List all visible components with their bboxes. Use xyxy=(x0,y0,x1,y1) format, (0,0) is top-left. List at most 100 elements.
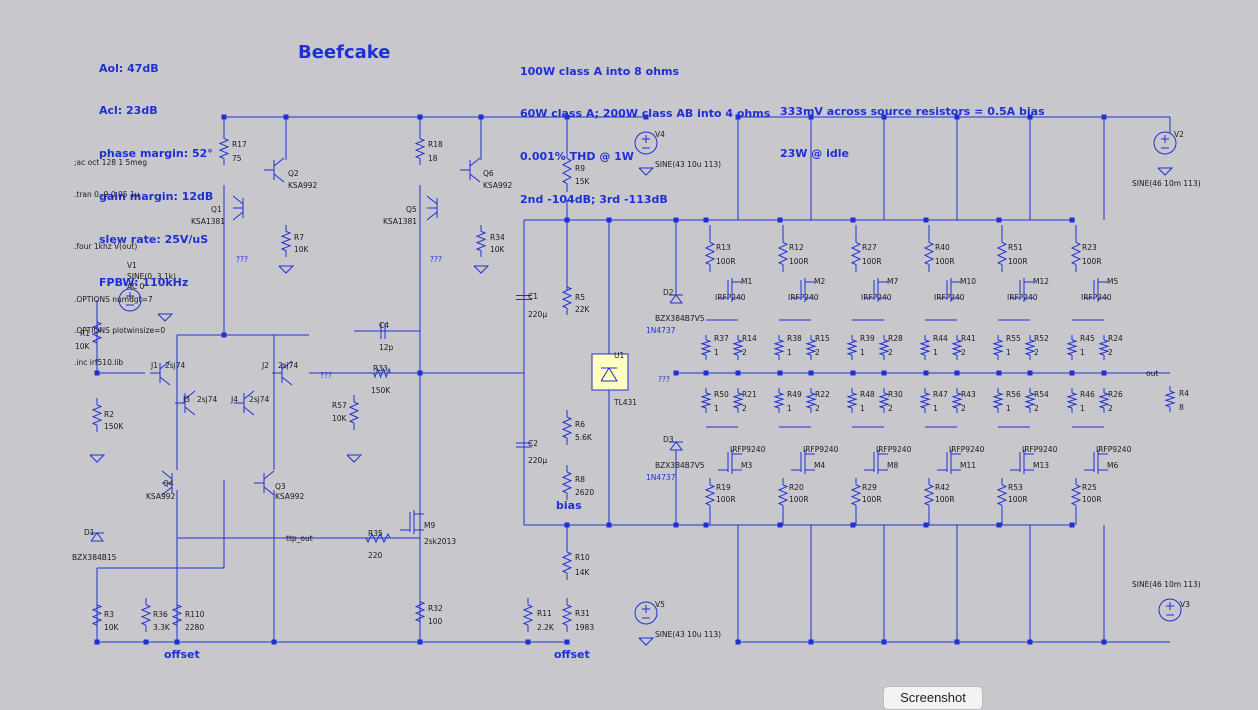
resistor-value: 100R xyxy=(862,495,882,504)
component-label: Q1 xyxy=(211,205,222,214)
resistor-symbol xyxy=(368,367,396,379)
resistor-symbol xyxy=(805,335,817,360)
mosfet-label: M13 xyxy=(1033,461,1049,470)
resistor-value: 100R xyxy=(1082,257,1102,266)
voltage-source xyxy=(1153,131,1177,155)
resistor-symbol xyxy=(850,235,862,272)
component-label: 10K xyxy=(490,245,506,254)
component-label: R34 xyxy=(490,233,505,242)
mosfet-type: IRFP240 xyxy=(715,293,746,302)
mosfet-type: IRFP9240 xyxy=(1022,445,1058,454)
resistor-label: R13 xyxy=(716,243,731,252)
resistor-label: R19 xyxy=(716,483,731,492)
resistor-label: R55 xyxy=(1006,334,1021,343)
mosfet-symbol xyxy=(718,278,742,302)
junction-dot xyxy=(417,639,423,645)
directive-line: ;ac oct 128 1 5meg xyxy=(74,158,147,167)
junction-dot xyxy=(564,217,570,223)
component-label: out xyxy=(1146,369,1158,378)
net-label: ??? xyxy=(320,371,332,380)
resistor-symbol xyxy=(140,598,152,632)
component-label: J3 xyxy=(182,395,190,404)
resistor-value: 100R xyxy=(1082,495,1102,504)
resistor-value: 1 xyxy=(714,348,719,357)
resistor-value: 2 xyxy=(1108,404,1113,413)
resistor-label: R30 xyxy=(888,390,903,399)
junction-dot xyxy=(221,114,227,120)
component-label: 22K xyxy=(575,305,591,314)
component-label: R35 xyxy=(368,529,383,538)
mosfet-type: IRFP240 xyxy=(934,293,965,302)
component-label: SINE(46 10m 113) xyxy=(1132,580,1201,589)
resistor-symbol xyxy=(846,335,858,360)
junction-dot xyxy=(564,522,570,528)
resistor-symbol xyxy=(773,388,785,413)
junction-dot xyxy=(923,370,929,376)
component-label: R32 xyxy=(428,604,443,613)
component-label: C2 xyxy=(528,439,538,448)
resistor-symbol xyxy=(704,235,716,272)
resistor-label: R27 xyxy=(862,243,877,252)
component-label: BZX384B15 xyxy=(72,553,117,562)
resistor-value: 100R xyxy=(862,257,882,266)
junction-dot xyxy=(271,639,277,645)
resistor-label: R43 xyxy=(961,390,976,399)
resistor-symbol xyxy=(561,150,573,192)
resistor-symbol xyxy=(1098,388,1110,413)
resistor-label: R21 xyxy=(742,390,757,399)
component-label: R2 xyxy=(104,410,114,419)
resistor-symbol xyxy=(475,225,487,257)
page-title: Beefcake xyxy=(298,42,391,63)
resistor-symbol xyxy=(951,335,963,360)
component-label: SINE(43 10u 113) xyxy=(655,160,721,169)
resistor-label: R47 xyxy=(933,390,948,399)
resistor-symbol xyxy=(1024,388,1036,413)
ground-symbol xyxy=(89,454,106,463)
junction-dot xyxy=(564,639,570,645)
net-label: ??? xyxy=(658,375,670,384)
transistor-symbol xyxy=(264,157,285,183)
component-label: bias xyxy=(556,499,582,512)
mosfet-symbol xyxy=(864,450,888,474)
resistor-symbol xyxy=(732,388,744,413)
component-label: R4 xyxy=(1179,389,1189,398)
mosfet-type: IRFP240 xyxy=(1007,293,1038,302)
component-label: ttp_out xyxy=(286,534,313,543)
resistor-symbol xyxy=(1066,335,1078,360)
component-label: 12p xyxy=(379,343,394,352)
component-label: R6 xyxy=(575,420,585,429)
spec-line: FPBW: 110kHz xyxy=(99,276,189,290)
mosfet-symbol xyxy=(937,450,961,474)
resistor-value: 2 xyxy=(1034,348,1039,357)
resistor-value: 1 xyxy=(714,404,719,413)
resistor-label: R40 xyxy=(935,243,950,252)
resistor-symbol xyxy=(561,598,573,632)
resistor-value: 100R xyxy=(716,495,736,504)
voltage-source xyxy=(634,131,658,155)
junction-dot xyxy=(417,114,423,120)
mosfet-symbol xyxy=(1010,278,1034,302)
mosfet-symbol xyxy=(1084,278,1108,302)
junction-dot xyxy=(808,370,814,376)
mosfet-label: M4 xyxy=(814,461,825,470)
junction-dot xyxy=(143,639,149,645)
resistor-symbol xyxy=(1070,235,1082,272)
screenshot-button[interactable]: Screenshot xyxy=(883,686,983,710)
component-label: J1 xyxy=(150,361,158,370)
mosfet-symbol xyxy=(791,450,815,474)
component-label: Q4 xyxy=(163,479,174,488)
resistor-value: 1 xyxy=(787,404,792,413)
headline-line: 2nd -104dB; 3rd -113dB xyxy=(520,193,668,207)
junction-dot xyxy=(777,370,783,376)
component-label: 220µ xyxy=(528,310,547,319)
junction-dot xyxy=(777,217,783,223)
mosfet-type: IRFP9240 xyxy=(1096,445,1132,454)
component-label: R31 xyxy=(575,609,590,618)
resistor-value: 100R xyxy=(716,257,736,266)
specs-block: Aol: 47dB Acl: 23dB phase margin: 52° ga… xyxy=(99,33,213,305)
component-label: R17 xyxy=(232,140,247,149)
resistor-value: 100R xyxy=(789,257,809,266)
spec-line: Aol: 47dB xyxy=(99,61,159,75)
resistor-symbol xyxy=(996,478,1008,512)
